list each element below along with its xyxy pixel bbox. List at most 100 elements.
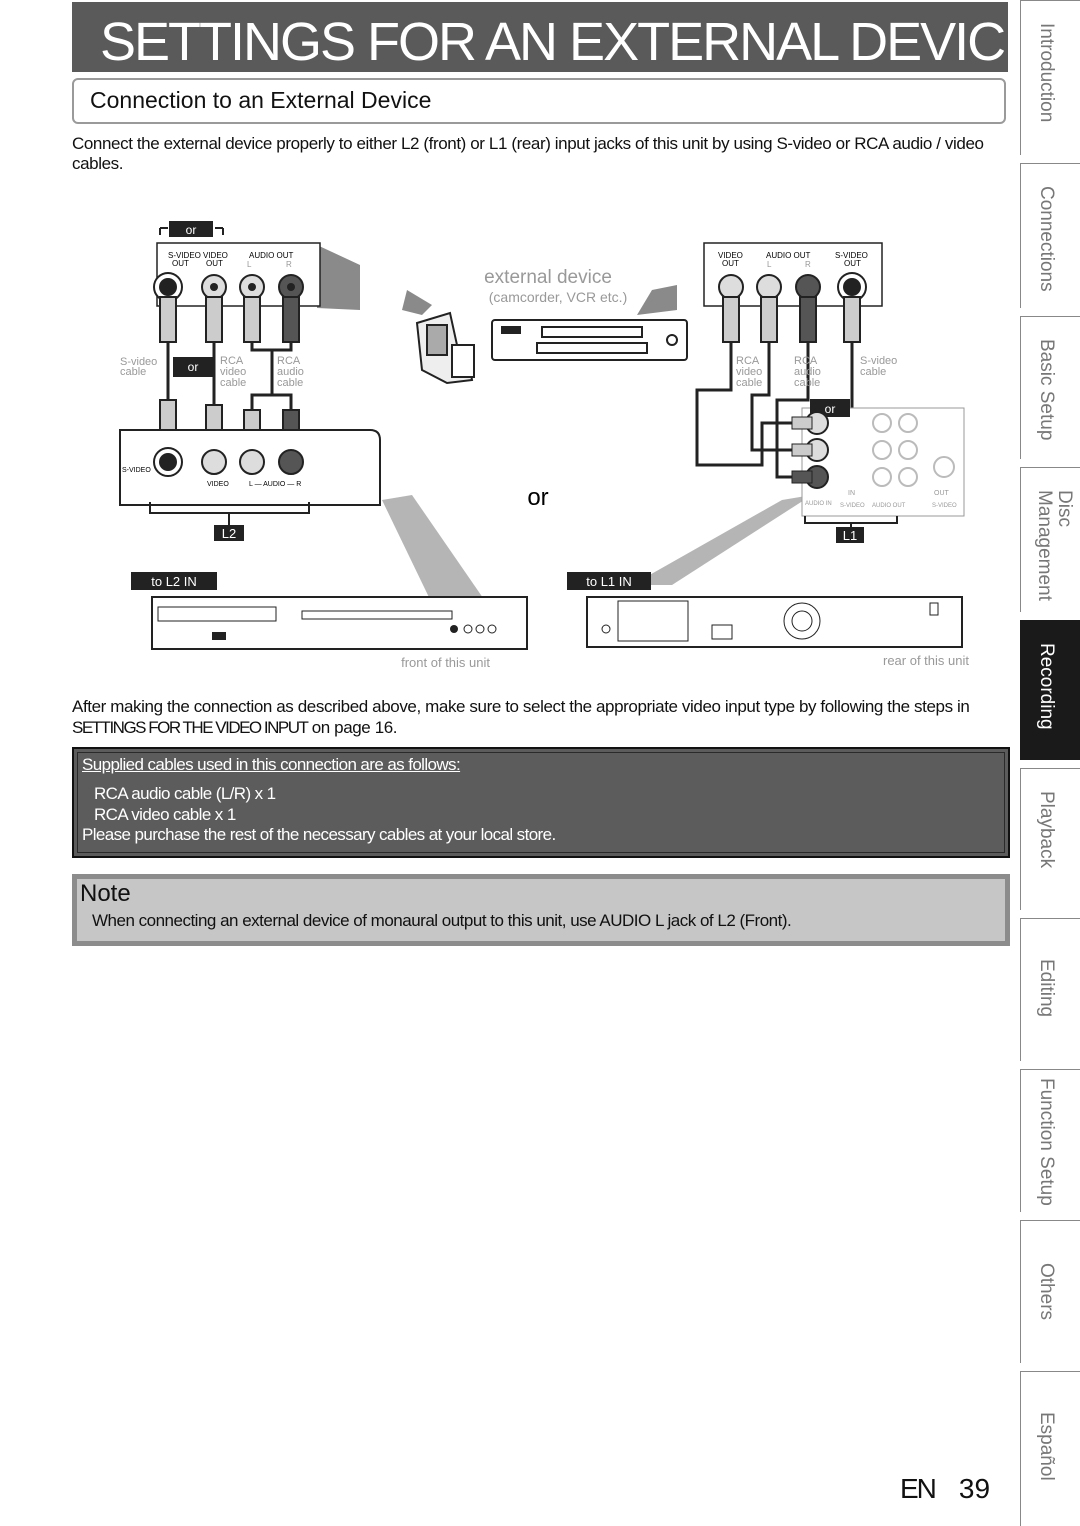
chapter-tabs: Introduction Connections Basic Setup Dis… (1020, 0, 1080, 1526)
out-label: OUT (722, 259, 739, 268)
tab-label: Others (1036, 1263, 1057, 1321)
cables-box-inner (77, 752, 1005, 853)
page-title: SETTINGS FOR AN EXTERNAL DEVICE (100, 12, 1040, 72)
note-inner (77, 879, 1005, 941)
video-label: VIDEO (718, 251, 743, 260)
vcr-icon (491, 319, 688, 361)
tab-others[interactable]: Others (1020, 1220, 1080, 1363)
out-label: OUT (206, 259, 223, 268)
external-device-sub: (camcorder, VCR etc.) (489, 289, 627, 305)
title-bar: SETTINGS FOR AN EXTERNAL DEVICE (72, 2, 1040, 72)
rca-video-label-2: video (736, 366, 762, 378)
out-label: OUT (844, 259, 861, 268)
svideo-cable-label-1: S-video (120, 356, 157, 368)
rca-video-label-2: video (220, 366, 246, 378)
after-text-2: on page 16. (307, 718, 398, 737)
front-svideo-label: S-VIDEO (122, 467, 151, 474)
tab-label: Editing (1036, 959, 1057, 1018)
l1-badge (836, 527, 864, 543)
page-number: 39 (958, 1473, 991, 1504)
audio-out-label: AUDIO OUT (249, 251, 294, 260)
left-device-wedge (317, 245, 360, 310)
tab-espanol[interactable]: Español (1020, 1371, 1080, 1526)
to-l2-in-badge (131, 572, 217, 590)
tab-playback[interactable]: Playback (1020, 768, 1080, 910)
tab-introduction[interactable]: Introduction (1020, 0, 1080, 155)
rca-audio-label-3: cable (794, 377, 820, 389)
to-l2-in-label: to L2 IN (151, 574, 197, 589)
tab-label: Connections (1036, 186, 1057, 292)
video-label: VIDEO (203, 251, 228, 260)
audio-out-label: AUDIO OUT (766, 251, 811, 260)
tab-label: Playback (1036, 791, 1057, 869)
rca-video-label-3: cable (736, 377, 762, 389)
tab-editing[interactable]: Editing (1020, 918, 1080, 1061)
rca-audio-label-2: audio (277, 366, 304, 378)
front-panel-l2: S-VIDEO VIDEO L — AUDIO — R L2 (119, 429, 381, 541)
or-label: or (188, 360, 199, 374)
or-big: or (527, 484, 548, 511)
right-device-wedge (637, 285, 677, 315)
camcorder-icon (415, 311, 475, 385)
front-of-unit-label: front of this unit (401, 655, 490, 670)
cable-item: RCA audio cable (L/R) x 1 (94, 784, 276, 803)
r-label: R (805, 260, 811, 269)
connection-diagram: or S-VIDEO OUT VIDEO OUT AUDIO OUT L R S… (119, 221, 969, 670)
to-l1-in-label: to L1 IN (586, 574, 632, 589)
svideo-cable-label-1: S-video (860, 355, 897, 367)
rear-in-label: IN (848, 490, 855, 497)
after-paragraph: After making the connection as described… (72, 696, 1017, 738)
rear-unit-illustration (586, 596, 963, 648)
intro-paragraph: Connect the external device properly to … (72, 134, 984, 173)
tab-label: Basic Setup (1036, 339, 1057, 441)
right-external-outputs: VIDEO OUT AUDIO OUT L R S-VIDEO OUT (703, 242, 883, 307)
rear-panel-l1: or IN OUT AUDIO IN S-VIDEO AUDIO OUT S-V… (791, 399, 965, 543)
svideo-cable-label-2: cable (860, 366, 886, 378)
front-audio-label: L — AUDIO — R (249, 481, 301, 488)
page-footer: EN 39 (900, 1473, 990, 1505)
or-badge-left-mid (173, 357, 213, 377)
tab-function-setup[interactable]: Function Setup (1020, 1069, 1080, 1212)
rca-audio-label-3: cable (277, 377, 303, 389)
after-text-1: After making the connection as described… (72, 697, 970, 716)
rear-of-unit-label: rear of this unit (883, 653, 969, 668)
rca-audio-label-1: RCA (794, 355, 818, 367)
tab-disc-management[interactable]: Disc Management (1020, 467, 1080, 612)
rca-video-label-1: RCA (736, 355, 760, 367)
l-label: L (247, 260, 252, 269)
tab-label: Español (1036, 1412, 1057, 1481)
cable-item: RCA video cable x 1 (94, 805, 236, 824)
rear-svideo-out-label: S-VIDEO (932, 503, 957, 509)
l2-badge (214, 525, 244, 541)
left-external-outputs: or S-VIDEO OUT VIDEO OUT AUDIO OUT L R (153, 221, 321, 307)
tab-connections[interactable]: Connections (1020, 163, 1080, 308)
cables-heading: Supplied cables used in this connection … (82, 755, 461, 774)
svideo-cable-label-2: cable (120, 366, 146, 378)
rca-audio-label-2: audio (794, 366, 821, 378)
rca-audio-label-1: RCA (277, 355, 301, 367)
rear-audio-out-label: AUDIO OUT (872, 503, 906, 509)
tab-label: Recording (1036, 643, 1057, 730)
l1-label: L1 (843, 528, 857, 543)
tab-label: Disc Management (1034, 490, 1075, 601)
to-l1-in-badge (567, 572, 651, 590)
or-label: or (825, 402, 836, 416)
supplied-cables-box: Supplied cables used in this connection … (72, 747, 1010, 858)
cables-footer: Please purchase the rest of the necessar… (82, 825, 556, 844)
svideo-label: S-VIDEO (835, 251, 868, 260)
tab-recording[interactable]: Recording (1020, 620, 1080, 760)
note-label: Note (80, 880, 131, 907)
tab-label: Introduction (1036, 23, 1057, 123)
r-label: R (286, 260, 292, 269)
after-ref: SETTINGS FOR THE VIDEO INPUT (72, 718, 309, 737)
note-box: Note When connecting an external device … (72, 874, 1010, 946)
rear-beam (632, 495, 812, 585)
language-label: EN (900, 1473, 937, 1504)
tab-label: Function Setup (1036, 1078, 1057, 1206)
external-device-label: external device (484, 267, 612, 288)
front-unit-illustration (151, 596, 528, 650)
rear-audio-in-label: AUDIO IN (805, 501, 832, 507)
section-title: Connection to an External Device (90, 87, 432, 113)
tab-basic-setup[interactable]: Basic Setup (1020, 316, 1080, 459)
mid-device-wedge (402, 290, 432, 315)
